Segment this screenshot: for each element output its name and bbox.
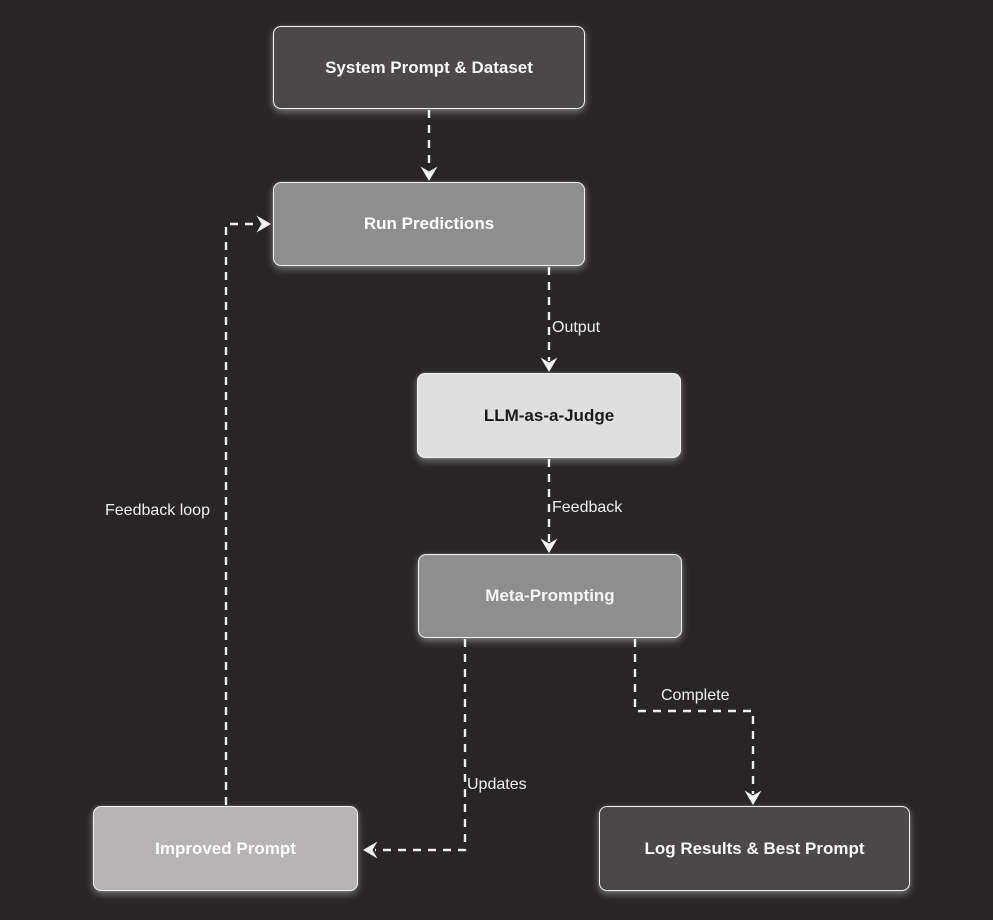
node-llm-as-a-judge: LLM-as-a-Judge — [417, 373, 681, 458]
node-label: System Prompt & Dataset — [325, 57, 533, 77]
edge-label-complete: Complete — [661, 687, 730, 704]
edge-label-feedback: Feedback — [552, 499, 623, 516]
node-improved-prompt: Improved Prompt — [93, 806, 358, 891]
arrowhead-left-improved-prompt — [363, 841, 378, 859]
node-system-prompt-dataset: System Prompt & Dataset — [273, 26, 585, 109]
node-label: Improved Prompt — [155, 838, 296, 858]
node-meta-prompting: Meta-Prompting — [418, 554, 682, 638]
arrowhead-down-llm-judge — [540, 357, 558, 372]
node-label: Log Results & Best Prompt — [644, 838, 865, 858]
node-label: Run Predictions — [363, 214, 495, 233]
edge-label-output: Output — [552, 319, 601, 336]
edge-label-feedback-loop: Feedback loop — [105, 502, 210, 519]
node-label: Meta-Prompting — [485, 586, 615, 605]
arrowhead-down-run-predictions — [420, 166, 438, 181]
arrowhead-down-log-results — [744, 790, 762, 805]
arrowhead-right-run-predictions — [256, 215, 271, 233]
node-label: LLM-as-a-Judge — [483, 405, 615, 425]
edge-label-updates: Updates — [467, 776, 527, 793]
node-log-results-best-prompt: Log Results & Best Prompt — [599, 806, 910, 891]
edge-improved-to-run — [224, 222, 260, 805]
arrowhead-down-meta-prompting — [540, 538, 558, 553]
edge-meta-to-improved — [375, 639, 467, 852]
node-run-predictions: Run Predictions — [273, 182, 585, 266]
edge-meta-to-log — [633, 639, 755, 794]
